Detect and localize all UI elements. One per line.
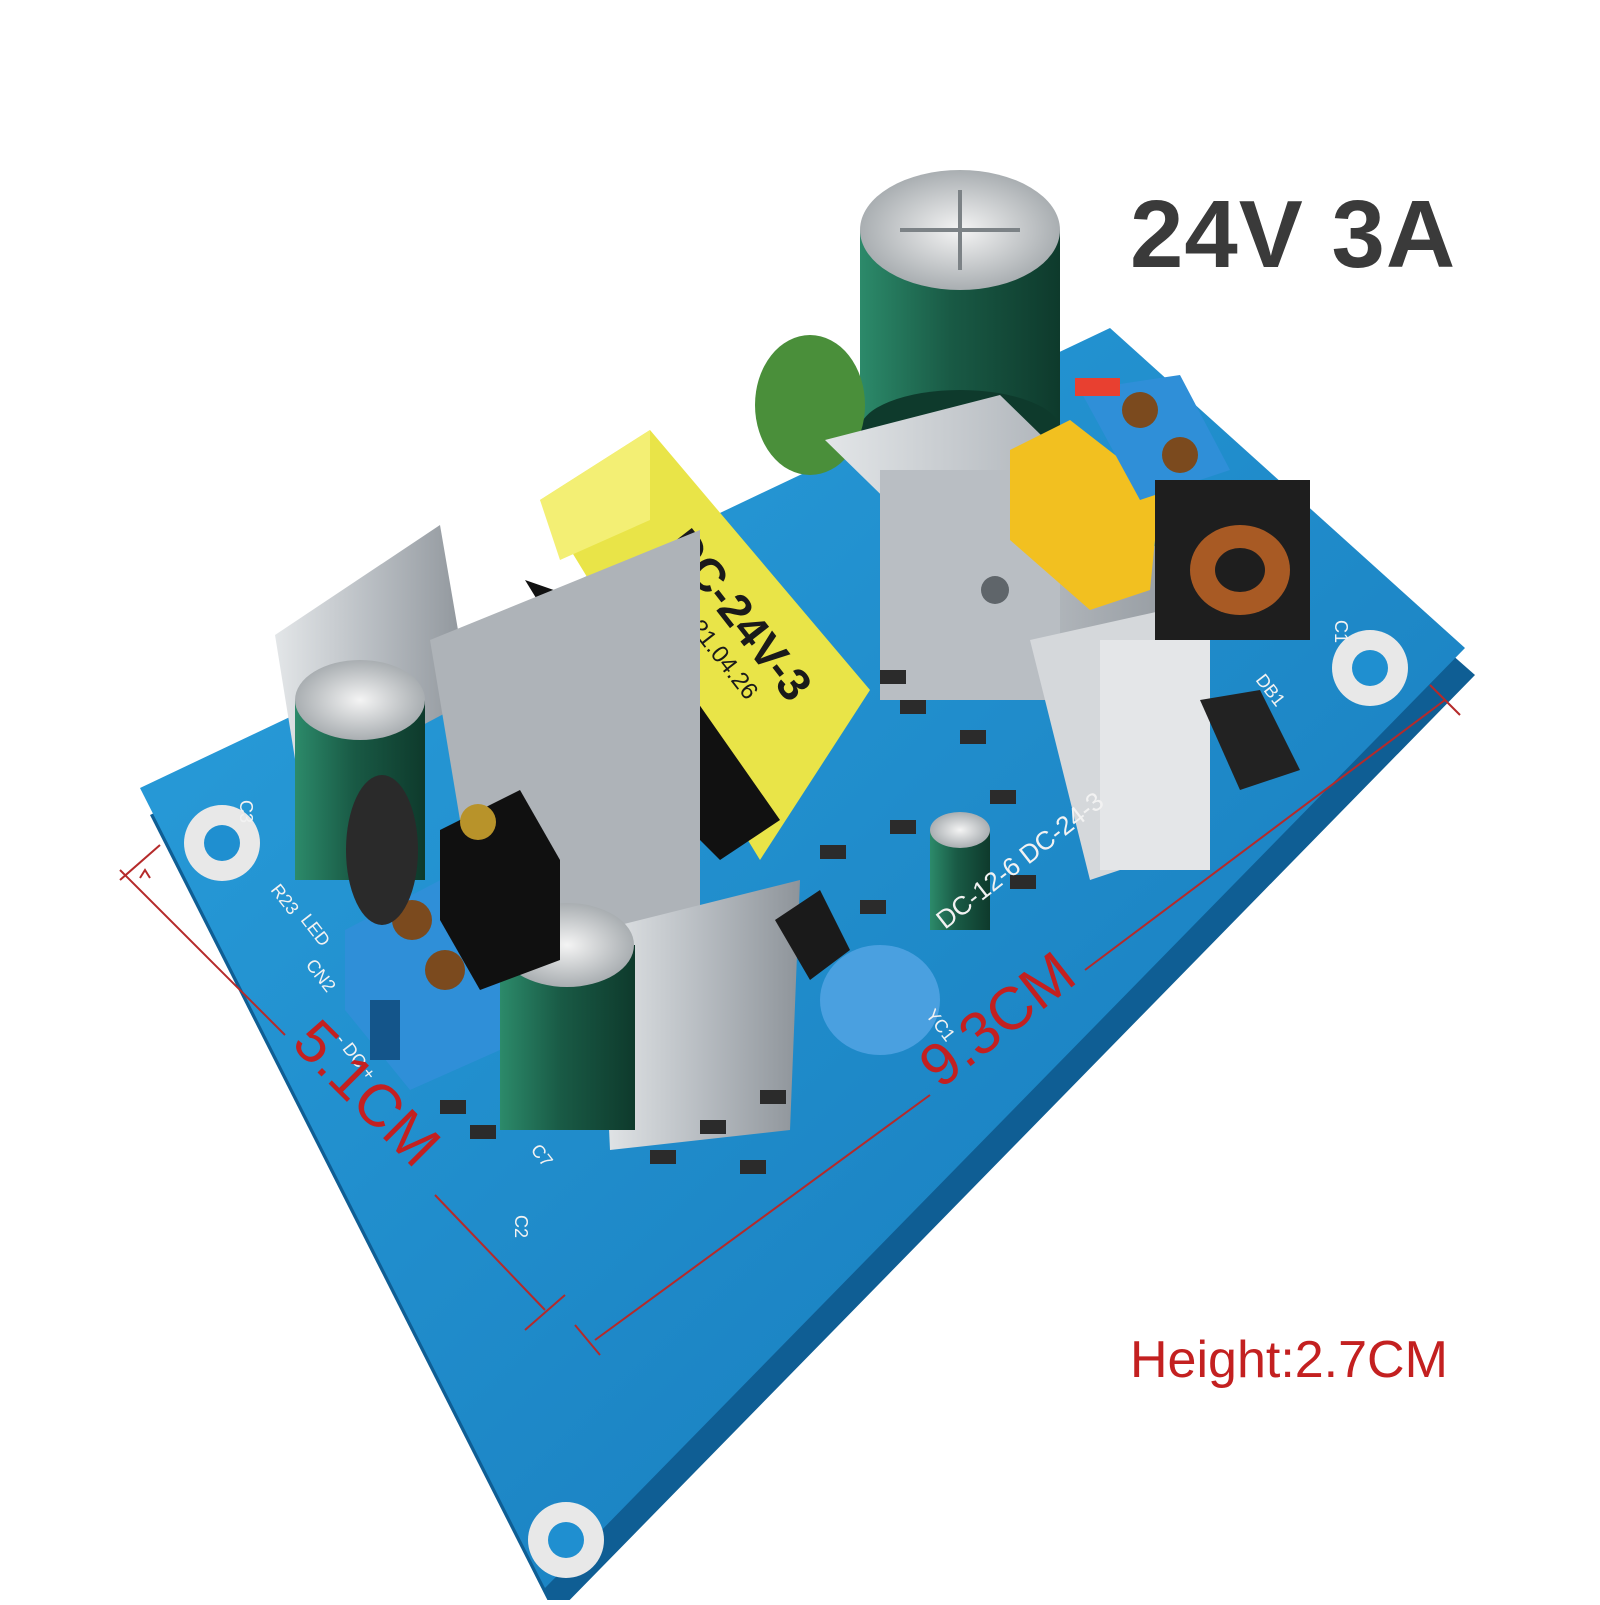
small-capacitor: [930, 812, 990, 930]
dimension-width: [574, 684, 1461, 1356]
mount-hole-c3: [184, 805, 260, 881]
common-mode-choke: [1155, 480, 1310, 640]
mount-hole-c1: [1332, 630, 1408, 706]
inductor: [346, 775, 418, 925]
mount-hole-c2: [528, 1502, 604, 1578]
input-terminal: [1075, 375, 1230, 500]
y-capacitor: [820, 945, 940, 1055]
silk-c1: C1: [1331, 620, 1351, 643]
spec-title: 24V 3A: [1130, 181, 1457, 288]
control-ic: [775, 890, 850, 980]
silk-c2: C2: [511, 1215, 531, 1238]
bridge-rectifier: [1200, 690, 1300, 790]
height-note: Height:2.7CM: [1130, 1331, 1448, 1389]
silk-c3: C3: [236, 800, 256, 823]
smd-components: [440, 670, 1036, 1174]
dimension-depth: [119, 844, 566, 1331]
mosfet: [440, 790, 560, 990]
